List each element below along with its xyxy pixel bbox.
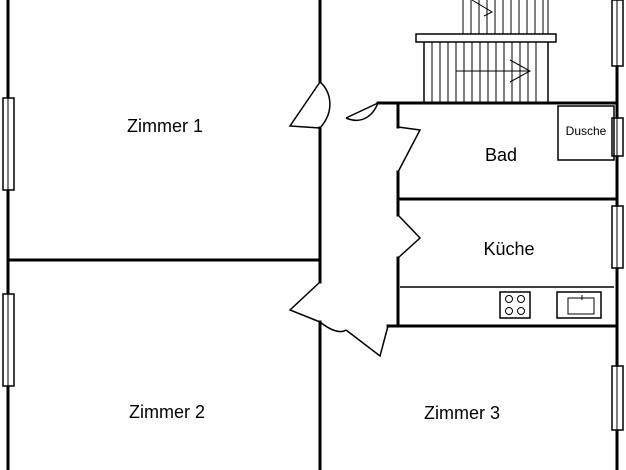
shower-box [557,105,615,161]
kitchen-counter [400,286,614,319]
room-label-zimmer-2: Zimmer 2 [129,402,205,422]
windows [2,0,624,431]
room-label-kueche: Küche [483,239,534,259]
stove-icon [499,291,531,319]
room-label-bad: Bad [485,145,517,165]
staircase [415,0,557,103]
door-swings [288,81,422,358]
room-label-zimmer-3: Zimmer 3 [424,403,500,423]
sink-icon [556,291,602,319]
room-label-zimmer-1: Zimmer 1 [127,116,203,136]
interior-walls [6,0,619,470]
room-label-dusche: Dusche [566,124,607,138]
stair-steps [431,0,544,103]
stair-arrow-icon [456,0,532,83]
